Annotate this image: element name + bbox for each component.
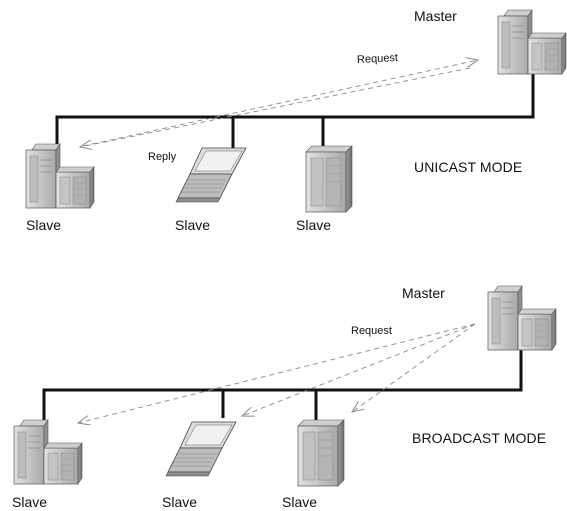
broadcast-slave-label-2: Slave	[162, 494, 198, 510]
unicast-bus-line	[55, 62, 535, 150]
broadcast-slave-label-1: Slave	[12, 494, 48, 510]
broadcast-request-label: Request	[351, 325, 392, 337]
broadcast-section	[13, 285, 557, 487]
unicast-slave-tower-icon	[305, 145, 353, 213]
unicast-master-server-icon	[497, 9, 567, 75]
unicast-slave-label-3: Slave	[296, 217, 332, 233]
unicast-reply-arrow	[80, 67, 471, 147]
unicast-section	[25, 9, 567, 213]
broadcast-slave-server-icon	[13, 419, 83, 485]
unicast-request-arrow	[82, 60, 478, 147]
unicast-request-label: Request	[356, 51, 399, 67]
unicast-mode-label: UNICAST MODE	[414, 159, 523, 175]
broadcast-slave-label-3: Slave	[282, 494, 318, 510]
broadcast-master-label: Master	[402, 285, 445, 301]
broadcast-request-arrow-1	[78, 323, 476, 423]
broadcast-slave-tower-icon	[297, 419, 345, 487]
broadcast-master-server-icon	[487, 285, 557, 351]
unicast-slave-server-icon	[25, 143, 95, 209]
broadcast-bus-line	[42, 343, 523, 423]
broadcast-request-arrow-2	[242, 323, 476, 416]
unicast-reply-label: Reply	[148, 151, 177, 163]
broadcast-request-arrow-3	[352, 323, 476, 412]
unicast-slave-laptop-icon	[175, 147, 247, 203]
broadcast-mode-label: BROADCAST MODE	[412, 430, 547, 446]
unicast-slave-label-2: Slave	[175, 217, 211, 233]
broadcast-slave-laptop-icon	[165, 421, 237, 477]
unicast-slave-label-1: Slave	[26, 217, 62, 233]
unicast-master-label: Master	[414, 8, 457, 24]
